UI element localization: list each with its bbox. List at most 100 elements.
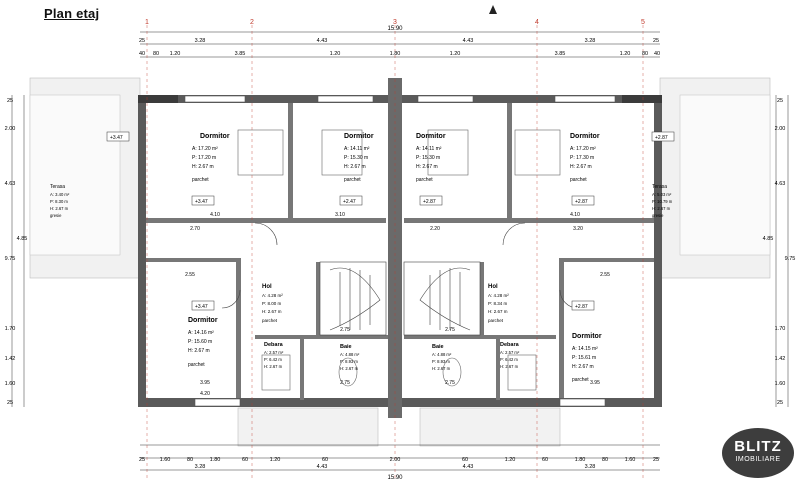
svg-text:1.42: 1.42 bbox=[775, 356, 786, 362]
svg-text:A: 14.11 m²: A: 14.11 m² bbox=[344, 146, 370, 152]
svg-text:P: 15.30 m: P: 15.30 m bbox=[344, 155, 368, 161]
svg-text:60: 60 bbox=[542, 457, 548, 463]
svg-text:1.20: 1.20 bbox=[450, 51, 461, 57]
svg-text:1.20: 1.20 bbox=[270, 457, 281, 463]
svg-text:60: 60 bbox=[242, 457, 248, 463]
svg-text:P: 8.34 m: P: 8.34 m bbox=[488, 301, 508, 306]
svg-text:25: 25 bbox=[7, 400, 13, 406]
dim-right: 25 2.00 4.63 4.85 9.75 1.70 1.42 1.60 25 bbox=[763, 98, 796, 406]
svg-text:H: 2.67 m: H: 2.67 m bbox=[340, 366, 359, 371]
svg-text:3.85: 3.85 bbox=[555, 51, 566, 57]
svg-text:A: 3.40 m²: A: 3.40 m² bbox=[50, 192, 70, 197]
svg-text:25: 25 bbox=[139, 457, 145, 463]
svg-text:A: 14.15 m²: A: 14.15 m² bbox=[572, 346, 598, 352]
svg-text:H: 2.67 m: H: 2.67 m bbox=[50, 206, 69, 211]
svg-text:4.43: 4.43 bbox=[463, 464, 474, 470]
svg-text:40: 40 bbox=[139, 51, 145, 57]
svg-text:4.10: 4.10 bbox=[570, 212, 580, 218]
svg-text:parchet: parchet bbox=[572, 377, 589, 383]
room-label-baie-2: Baie A: 4.88 m² P: 8.93 m H: 2.67 m bbox=[432, 344, 452, 371]
svg-text:25: 25 bbox=[7, 98, 13, 104]
svg-text:A: 5.03 m²: A: 5.03 m² bbox=[652, 192, 672, 197]
terrace-left bbox=[29, 77, 141, 279]
room-label-dormitor-2: Dormitor A: 14.11 m² P: 15.30 m H: 2.67 … bbox=[344, 133, 374, 183]
svg-text:P: 15.61 m: P: 15.61 m bbox=[572, 355, 596, 361]
svg-text:80: 80 bbox=[187, 457, 193, 463]
svg-text:3.95: 3.95 bbox=[200, 380, 210, 386]
svg-text:1.42: 1.42 bbox=[5, 356, 16, 362]
room-label-dormitor-5: Dormitor A: 14.16 m² P: 15.60 m H: 2.67 … bbox=[188, 317, 218, 368]
svg-text:Dormitor: Dormitor bbox=[188, 317, 218, 324]
svg-text:H: 2.67 m: H: 2.67 m bbox=[188, 348, 210, 354]
svg-text:40: 40 bbox=[654, 51, 660, 57]
svg-text:P: 15.60 m: P: 15.60 m bbox=[188, 339, 212, 345]
level-markers: +3.47 +3.47 +2.47 +2.87 +2.87 +2.87 +3.4… bbox=[106, 131, 675, 311]
balcony-left bbox=[237, 407, 379, 447]
staircase-left bbox=[319, 261, 387, 336]
svg-text:3.28: 3.28 bbox=[195, 38, 206, 44]
svg-text:P: 6.42 m: P: 6.42 m bbox=[500, 357, 518, 362]
svg-text:parchet: parchet bbox=[416, 177, 433, 183]
svg-text:2.00: 2.00 bbox=[5, 126, 16, 132]
svg-text:25: 25 bbox=[777, 400, 783, 406]
interior-dims: 4.10 3.10 4.10 2.70 2.20 3.20 2.55 2.55 … bbox=[185, 212, 610, 397]
svg-text:4.43: 4.43 bbox=[463, 38, 474, 44]
dimension-lines bbox=[11, 31, 789, 471]
svg-text:A: 14.11 m²: A: 14.11 m² bbox=[416, 146, 442, 152]
svg-text:H: 2.67 m: H: 2.67 m bbox=[570, 164, 592, 170]
room-label-baie-1: Baie A: 4.88 m² P: 8.93 m H: 2.67 m bbox=[340, 344, 360, 371]
svg-text:9.75: 9.75 bbox=[5, 256, 16, 262]
svg-text:+3.47: +3.47 bbox=[195, 304, 208, 310]
room-label-debara-1: Debara A: 2.57 m² P: 6.42 m H: 2.67 m bbox=[264, 342, 284, 369]
svg-text:2.55: 2.55 bbox=[185, 272, 195, 278]
plan-title: Plan etaj bbox=[44, 6, 100, 21]
svg-text:4.85: 4.85 bbox=[763, 236, 774, 242]
svg-text:Dormitor: Dormitor bbox=[200, 133, 230, 140]
terrace-label-left: Terasa A: 3.40 m² P: 8.30 m H: 2.67 m gr… bbox=[50, 184, 70, 218]
svg-text:80: 80 bbox=[153, 51, 159, 57]
svg-text:A: 17.20 m²: A: 17.20 m² bbox=[570, 146, 596, 152]
svg-text:H: 2.67 m: H: 2.67 m bbox=[192, 164, 214, 170]
svg-text:+2.87: +2.87 bbox=[575, 199, 588, 205]
svg-text:Dormitor: Dormitor bbox=[570, 133, 600, 140]
dim-bottom-row2: 3.28 4.43 4.43 3.28 bbox=[195, 464, 596, 470]
svg-text:parchet: parchet bbox=[488, 318, 504, 323]
svg-text:2.75: 2.75 bbox=[340, 380, 350, 386]
svg-text:3.20: 3.20 bbox=[573, 226, 583, 232]
svg-text:P: 8.93 m: P: 8.93 m bbox=[432, 359, 450, 364]
svg-text:4.63: 4.63 bbox=[775, 181, 786, 187]
svg-text:H: 2.67 m: H: 2.67 m bbox=[652, 206, 671, 211]
svg-text:+2.87: +2.87 bbox=[655, 135, 668, 141]
room-label-dormitor-4: Dormitor A: 17.20 m² P: 17.30 m H: 2.67 … bbox=[570, 133, 600, 183]
svg-text:1.70: 1.70 bbox=[5, 326, 16, 332]
axis-label-5: 5 bbox=[641, 19, 645, 26]
svg-text:H: 2.67 m: H: 2.67 m bbox=[262, 309, 282, 314]
axis-label-4: 4 bbox=[535, 19, 539, 26]
svg-text:+3.47: +3.47 bbox=[195, 199, 208, 205]
dim-bottom-total: 15.90 bbox=[387, 475, 403, 481]
svg-text:H: 2.67 m: H: 2.67 m bbox=[488, 309, 508, 314]
svg-text:parchet: parchet bbox=[344, 177, 361, 183]
svg-text:parchet: parchet bbox=[262, 318, 278, 323]
interior-walls bbox=[146, 103, 654, 400]
axis-label-3: 3 bbox=[393, 19, 397, 26]
svg-text:1.20: 1.20 bbox=[620, 51, 631, 57]
svg-text:4.43: 4.43 bbox=[317, 38, 328, 44]
svg-text:Baie: Baie bbox=[340, 344, 352, 350]
svg-text:H: 2.67 m: H: 2.67 m bbox=[344, 164, 366, 170]
room-label-debara-2: Debara A: 2.57 m² P: 6.42 m H: 2.67 m bbox=[500, 342, 520, 369]
svg-text:parchet: parchet bbox=[188, 362, 205, 368]
svg-text:3.28: 3.28 bbox=[195, 464, 206, 470]
svg-text:P: 15.30 m: P: 15.30 m bbox=[416, 155, 440, 161]
svg-text:Debara: Debara bbox=[500, 342, 520, 348]
room-label-dormitor-6: Dormitor A: 14.15 m² P: 15.61 m H: 2.67 … bbox=[572, 333, 602, 383]
north-arrow-icon bbox=[489, 5, 497, 14]
svg-text:A: 4.88 m²: A: 4.88 m² bbox=[432, 352, 452, 357]
svg-text:P: 8.30 m: P: 8.30 m bbox=[50, 199, 68, 204]
svg-text:P: 17.20 m: P: 17.20 m bbox=[192, 155, 216, 161]
svg-text:+2.87: +2.87 bbox=[575, 304, 588, 310]
svg-text:3.10: 3.10 bbox=[335, 212, 345, 218]
svg-text:1.60: 1.60 bbox=[160, 457, 171, 463]
svg-text:Terasa: Terasa bbox=[50, 184, 65, 190]
